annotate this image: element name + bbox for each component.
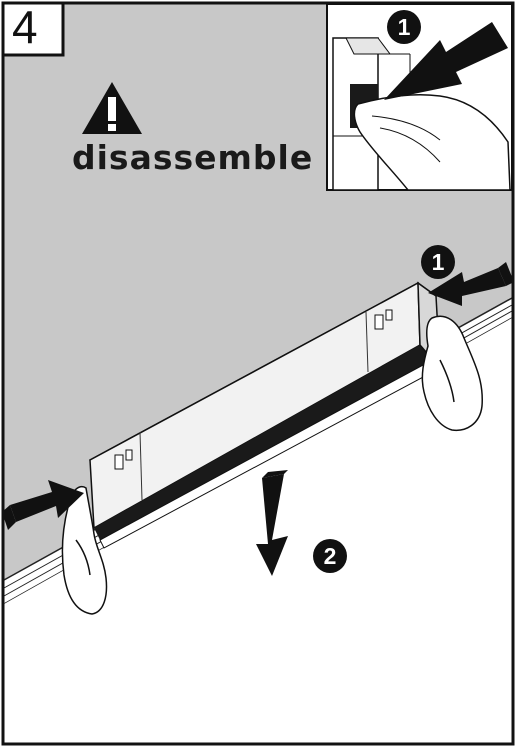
step-number: 4	[12, 4, 38, 50]
step-1-badge: 1	[421, 245, 455, 279]
inset-step-badge: 1	[387, 10, 421, 44]
disassemble-label: disassemble	[72, 138, 313, 177]
step-2-badge: 2	[313, 539, 347, 573]
